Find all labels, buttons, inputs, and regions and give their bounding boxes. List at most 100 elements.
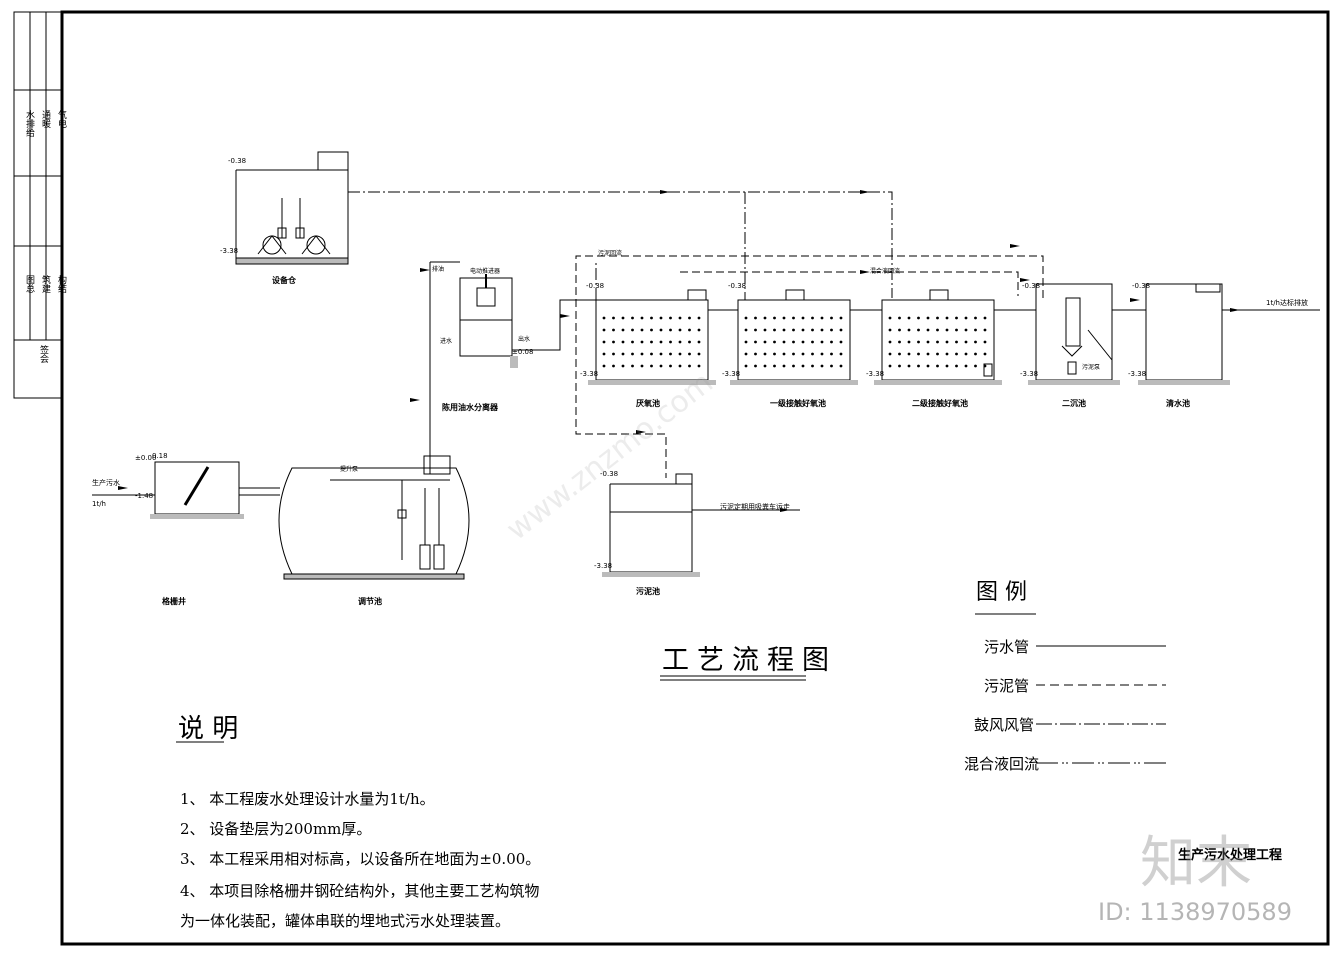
aeration-dot — [773, 328, 776, 332]
aeration-dot — [907, 316, 911, 320]
level-settler-bottom: -3.38 — [1020, 370, 1039, 378]
aeration-dot — [983, 352, 987, 356]
aeration-dot — [801, 364, 805, 368]
aeration-dot — [631, 352, 634, 356]
aeration-dot — [792, 352, 795, 356]
label-sludge-pump: 污泥泵 — [1082, 364, 1101, 371]
level-clear-top: -0.38 — [1132, 282, 1151, 290]
side-cell-general: 图总 — [24, 275, 34, 293]
aeration-dot — [650, 352, 653, 356]
aeration-dot — [754, 316, 757, 320]
label-grid-well: 格栅井 — [162, 597, 186, 606]
aeration-dot — [650, 340, 653, 344]
aeration-dot — [926, 364, 930, 368]
legend-sludge-pipe: 污泥管 — [984, 677, 1030, 695]
level-separator: ±0.08 — [512, 348, 534, 356]
aeration-dot — [744, 364, 748, 368]
aeration-dot — [631, 340, 634, 344]
aeration-dot — [763, 364, 767, 368]
aeration-dot — [983, 328, 987, 332]
aeration-dot — [801, 340, 805, 344]
aeration-dot — [782, 328, 786, 332]
note-2: 2、 设备垫层为200mm厚。 — [180, 820, 372, 838]
note-4: 4、 本项目除格栅井钢砼结构外，其他主要工艺构筑物 — [180, 882, 540, 900]
aeration-dot — [974, 316, 977, 320]
label-diverter: 电动推进器 — [470, 268, 501, 275]
aeration-dot — [801, 352, 805, 356]
aeration-dot — [688, 328, 691, 332]
side-cell-electric: 气电 — [56, 110, 66, 128]
aeration-dot — [820, 328, 824, 332]
aeration-dot — [782, 364, 786, 368]
aeration-dot — [602, 364, 606, 368]
flow-arrow — [420, 268, 430, 272]
level-anoxic-top: -0.38 — [586, 282, 605, 290]
aeration-dot — [782, 340, 786, 344]
flow-arrow — [780, 508, 790, 512]
aeration-dot — [974, 340, 977, 344]
aeration-dot — [926, 352, 930, 356]
aeration-dot — [888, 340, 892, 344]
aeration-dot — [955, 340, 958, 344]
aeration-dot — [763, 316, 767, 320]
aeration-dot — [678, 328, 682, 332]
aeration-dot — [650, 328, 653, 332]
side-title-block — [13, 11, 63, 399]
aeration-dot — [697, 316, 701, 320]
aeration-dot — [839, 352, 843, 356]
aeration-dots — [602, 316, 987, 368]
aeration-dot — [631, 328, 634, 332]
aeration-dot — [640, 316, 644, 320]
aeration-dot — [974, 364, 977, 368]
aeration-dot — [936, 352, 939, 356]
aeration-dot — [697, 328, 701, 332]
aeration-dot — [888, 364, 892, 368]
label-effluent: 1t/h达标排放 — [1266, 299, 1308, 307]
aeration-dot — [830, 340, 833, 344]
side-cell-struct: 构结 — [56, 275, 66, 293]
aeration-dot — [888, 328, 892, 332]
label-drain: 排油 — [432, 266, 445, 273]
legend-title: 图 例 — [976, 580, 1027, 605]
aeration-dot — [650, 364, 653, 368]
flow-arrow — [118, 486, 128, 490]
oil-separator — [459, 274, 598, 357]
flow-arrow — [560, 314, 570, 318]
project-name: 生产污水处理工程 — [1178, 848, 1283, 863]
aeration-dot — [917, 328, 920, 332]
label-influent-rate: 1t/h — [92, 500, 106, 508]
aeration-dot — [898, 328, 901, 332]
level-anoxic-bottom: -3.38 — [580, 370, 599, 378]
aeration-dot — [631, 364, 634, 368]
aeration-dot — [801, 328, 805, 332]
aeration-dot — [612, 352, 615, 356]
legend-mix-return: 混合液回流 — [964, 755, 1040, 773]
aeration-dot — [678, 352, 682, 356]
aeration-dot — [945, 352, 949, 356]
aeration-dot — [650, 316, 653, 320]
aeration-dot — [945, 364, 949, 368]
label-aerobic-2: 二级接触好氧池 — [912, 399, 968, 408]
aeration-dot — [983, 364, 987, 368]
label-sludge-tank: 污泥池 — [636, 587, 660, 596]
aeration-dot — [754, 364, 757, 368]
aeration-dot — [983, 340, 987, 344]
aeration-dot — [602, 340, 606, 344]
aeration-dot — [744, 352, 748, 356]
aeration-dot — [811, 364, 814, 368]
aeration-dot — [907, 352, 911, 356]
level-equip-top: -0.38 — [228, 157, 247, 165]
aeration-dot — [888, 352, 892, 356]
aeration-dot — [964, 316, 968, 320]
label-inlet: 进水 — [440, 338, 453, 345]
aeration-dot — [602, 316, 606, 320]
aeration-dot — [820, 364, 824, 368]
aeration-dot — [659, 352, 663, 356]
aeration-dot — [839, 316, 843, 320]
aeration-dot — [898, 340, 901, 344]
aeration-dot — [773, 316, 776, 320]
watermark-brand: 知末 — [1140, 831, 1252, 896]
aeration-dot — [898, 316, 901, 320]
aeration-dot — [926, 316, 930, 320]
